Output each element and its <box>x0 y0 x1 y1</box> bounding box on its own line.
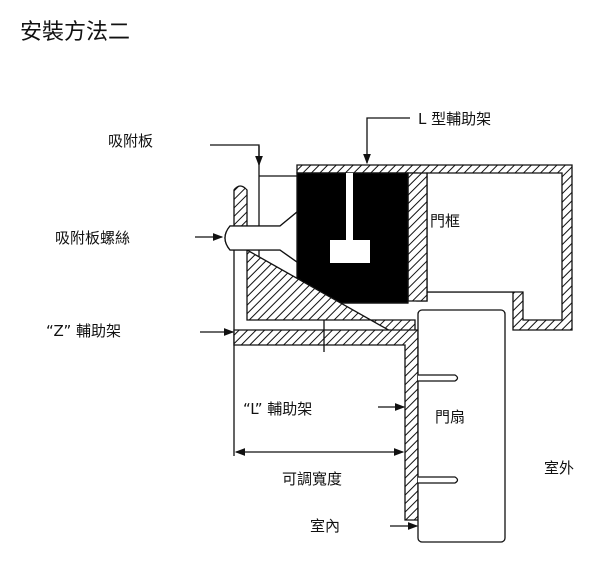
page-title: 安裝方法二 <box>20 20 131 45</box>
adjustable-width-dimension <box>233 345 405 456</box>
door-leaf <box>417 309 506 543</box>
leader-l-bracket-top <box>363 117 410 165</box>
door-frame <box>296 164 573 331</box>
l-bracket <box>233 329 419 521</box>
label-door-frame: 門框 <box>430 212 461 230</box>
label-l-bracket-top: L 型輔助架 <box>418 110 492 128</box>
label-adjustable-width: 可調寬度 <box>282 470 343 488</box>
label-plate-screw: 吸附板螺絲 <box>55 229 131 247</box>
label-indoor: 室內 <box>310 517 341 535</box>
label-door-leaf: 門扇 <box>435 408 466 426</box>
z-bracket <box>233 185 416 347</box>
label-armature-plate: 吸附板 <box>108 132 154 150</box>
label-l-bracket: “L” 輔助架 <box>243 400 313 418</box>
leader-armature-plate <box>210 144 263 167</box>
label-outdoor: 室外 <box>544 459 575 477</box>
magnet-block <box>296 172 409 304</box>
label-z-bracket: “Z” 輔助架 <box>46 322 122 340</box>
